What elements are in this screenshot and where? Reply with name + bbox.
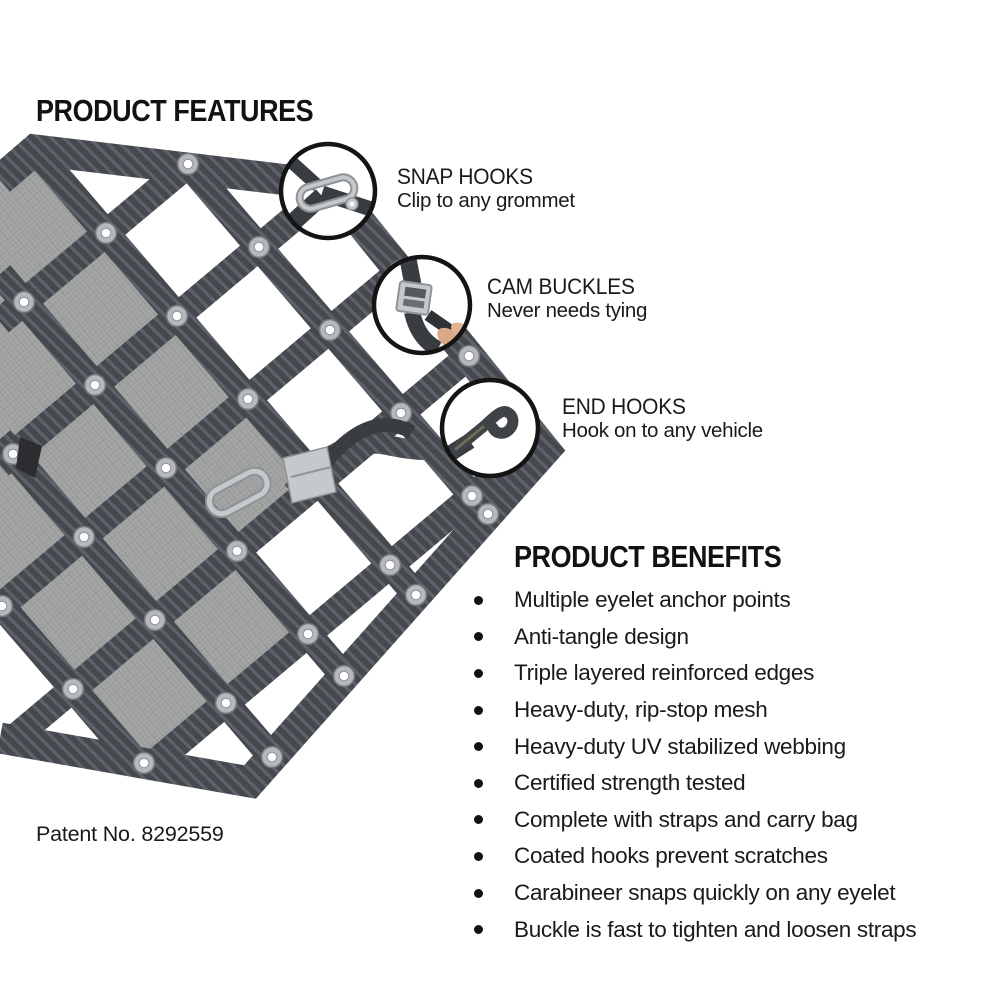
snap-hooks-callout: SNAP HOOKS Clip to any grommet: [397, 164, 575, 213]
bullet-icon: [474, 742, 483, 752]
grommet-icon: [83, 373, 107, 397]
patent-number: Patent No. 8292559: [36, 822, 224, 846]
grommet-icon: [165, 304, 189, 328]
cam-buckles-circle: [371, 254, 473, 356]
grommet-icon: [154, 456, 178, 480]
end-hooks-callout: END HOOKS Hook on to any vehicle: [562, 394, 763, 443]
end-hooks-subtitle: Hook on to any vehicle: [562, 419, 763, 443]
grommet-icon: [404, 583, 428, 607]
cam-buckles-subtitle: Never needs tying: [487, 299, 648, 323]
grommet-icon: [457, 344, 481, 368]
cam-buckles-callout: CAM BUCKLES Never needs tying: [487, 274, 648, 323]
bullet-icon: [474, 851, 483, 861]
tie-down-strap-hardware: [204, 418, 467, 519]
benefit-item: Triple layered reinforced edges: [472, 655, 916, 692]
benefits-list: Multiple eyelet anchor points Anti-tangl…: [472, 582, 917, 948]
benefit-item: Heavy-duty UV stabilized webbing: [472, 728, 916, 765]
snap-hooks-title: SNAP HOOKS: [397, 164, 533, 189]
end-hooks-title: END HOOKS: [562, 394, 686, 419]
grommet-icon: [61, 677, 85, 701]
grommet-icon: [225, 539, 249, 563]
bullet-icon: [474, 888, 483, 898]
grommet-icon: [247, 235, 271, 259]
end-hooks-circle: [439, 377, 541, 479]
benefit-item: Certified strength tested: [472, 765, 916, 802]
benefit-item: Anti-tangle design: [472, 619, 916, 656]
bullet-icon: [474, 815, 483, 825]
buckle-plate-icon: [282, 446, 337, 504]
end-hook-icon: [443, 406, 519, 462]
grommet-icon: [143, 608, 167, 632]
snap-hooks-subtitle: Clip to any grommet: [397, 189, 575, 213]
product-benefits-title: PRODUCT BENEFITS: [514, 539, 782, 574]
grommet-icon: [378, 553, 402, 577]
bullet-icon: [474, 778, 483, 788]
bullet-icon: [474, 632, 483, 642]
grommet-icon: [12, 290, 36, 314]
snap-hooks-circle: [278, 141, 378, 241]
grommet-icon: [460, 484, 484, 508]
bullet-icon: [474, 668, 483, 678]
grommet-icon: [476, 502, 500, 526]
cam-buckles-title: CAM BUCKLES: [487, 274, 635, 299]
grommet-icon: [0, 594, 14, 618]
grommet-icon: [214, 691, 238, 715]
benefit-item: Multiple eyelet anchor points: [472, 582, 916, 619]
strap-end-tab: [16, 437, 42, 478]
benefit-item: Buckle is fast to tighten and loosen str…: [472, 911, 917, 948]
product-features-title: PRODUCT FEATURES: [36, 93, 314, 128]
bullet-icon: [474, 705, 483, 715]
product-benefits-section: PRODUCT BENEFITS Multiple eyelet anchor …: [472, 539, 917, 948]
benefit-item: Heavy-duty, rip-stop mesh: [472, 692, 916, 729]
carabiner-icon: [204, 466, 272, 519]
grommet-icon: [332, 664, 356, 688]
grommet-icon: [72, 525, 96, 549]
benefit-item: Carabineer snaps quickly on any eyelet: [472, 875, 916, 912]
bullet-icon: [474, 925, 483, 935]
grommet-icon: [94, 221, 118, 245]
grommet-icon: [176, 152, 200, 176]
grommet-icon: [236, 387, 260, 411]
grommet-icon: [132, 751, 156, 775]
grommet-icon: [318, 318, 342, 342]
benefit-item: Complete with straps and carry bag: [472, 802, 916, 839]
grommet-icon: [260, 745, 284, 769]
benefit-item: Coated hooks prevent scratches: [472, 838, 916, 875]
grommet-icon: [296, 622, 320, 646]
bullet-icon: [474, 595, 483, 605]
